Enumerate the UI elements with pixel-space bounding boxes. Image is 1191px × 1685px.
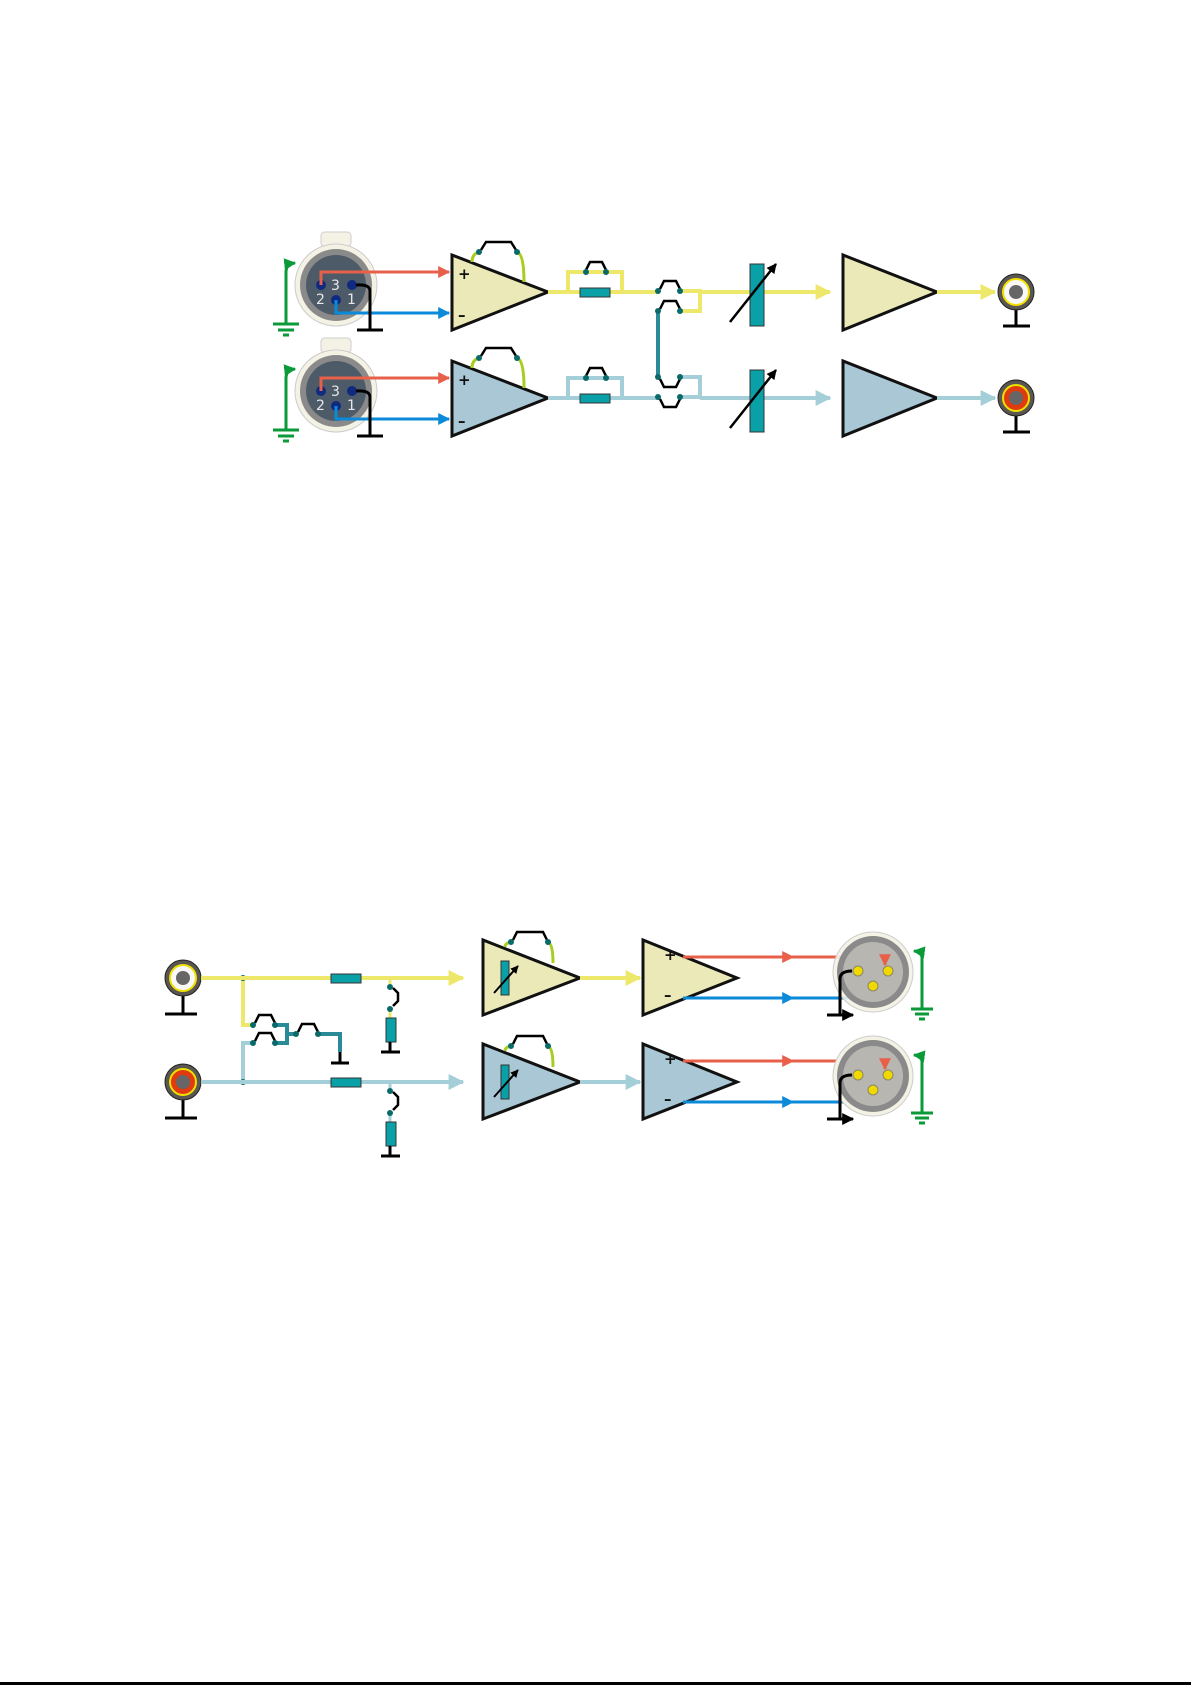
output-buffer-amp: [841, 252, 942, 333]
series-resistor: [579, 393, 611, 404]
plus-input-label: +: [458, 371, 471, 389]
pin1-ground-icon: [827, 969, 853, 1015]
gain-opamp: [481, 1034, 585, 1122]
volume-potentiometer[interactable]: [729, 263, 777, 327]
xlr-male-output-connector: [832, 1035, 914, 1117]
minus-input-label: –: [458, 306, 466, 324]
feedback-jumper-switch[interactable]: [479, 346, 518, 357]
chassis-ground-icon: [911, 1050, 933, 1125]
series-resistor: [330, 1077, 362, 1088]
pin-1-label: 1: [347, 292, 356, 308]
gain-opamp: [481, 930, 585, 1018]
rca-input-jack-red: [164, 1063, 202, 1120]
xlr-male-output-connector: [832, 931, 914, 1013]
minus-output-label: –: [664, 986, 672, 1004]
bypass-jumper-switch[interactable]: [584, 366, 608, 377]
xlr-female-input-connector: 2 3 1: [294, 231, 378, 327]
top-channel-left: 2 3 1 + –: [273, 231, 1035, 337]
gain-potentiometer[interactable]: [500, 960, 510, 996]
bypass-jumper-switch[interactable]: [584, 260, 608, 271]
plus-input-label: +: [458, 265, 471, 283]
balanced-driver-opamp: + –: [641, 1041, 742, 1122]
cold-signal-arrow: [334, 406, 451, 425]
pin1-ground-icon: [355, 389, 383, 438]
load-resistor-jumper[interactable]: [381, 978, 400, 1054]
feedback-jumper-switch[interactable]: [479, 240, 518, 251]
chassis-ground-icon: [273, 364, 299, 443]
pin-1-label: 1: [347, 398, 356, 414]
gain-potentiometer[interactable]: [500, 1064, 510, 1100]
pin-2-label: 2: [316, 398, 325, 414]
pin-2-label: 2: [316, 292, 325, 308]
pin1-ground-icon: [827, 1073, 853, 1119]
output-buffer-amp: [841, 358, 942, 439]
mono-sum-switch[interactable]: [240, 975, 349, 1085]
pin1-ground-icon: [355, 283, 383, 332]
bottom-diagram: + –: [164, 930, 933, 1158]
plus-output-label: +: [664, 1050, 677, 1068]
rca-output-jack-red: [997, 379, 1035, 434]
feedback-jumper-switch[interactable]: [511, 1034, 549, 1045]
volume-potentiometer[interactable]: [729, 369, 777, 433]
bottom-channel-left: + –: [164, 930, 933, 1054]
hot-signal-arrow: [319, 372, 451, 391]
series-resistor: [579, 287, 611, 298]
balanced-driver-opamp: + –: [641, 937, 742, 1018]
top-diagram: 2 3 1 + –: [273, 231, 1035, 443]
load-resistor-jumper[interactable]: [381, 1082, 400, 1158]
bottom-channel-right: + –: [164, 1034, 933, 1158]
minus-input-label: –: [458, 412, 466, 430]
chassis-ground-icon: [911, 946, 933, 1021]
cold-signal-arrow: [334, 300, 451, 319]
pin-3-label: 3: [331, 384, 340, 400]
plus-output-label: +: [664, 946, 677, 964]
hot-signal-arrow: [319, 266, 451, 285]
top-channel-right: 2 3 1 + –: [273, 337, 1035, 443]
page-bottom-border: [0, 1682, 1191, 1685]
stereo-mono-switch[interactable]: [655, 279, 683, 409]
xlr-female-input-connector: 2 3 1: [294, 337, 378, 433]
feedback-jumper-switch[interactable]: [511, 930, 549, 941]
input-opamp: + –: [450, 240, 553, 333]
rca-input-jack-white: [164, 959, 202, 1016]
pin-3-label: 3: [331, 278, 340, 294]
minus-output-label: –: [664, 1090, 672, 1108]
input-opamp: + –: [450, 346, 553, 439]
chassis-ground-icon: [273, 258, 299, 337]
series-resistor: [330, 973, 362, 984]
rca-output-jack-white: [997, 273, 1035, 328]
